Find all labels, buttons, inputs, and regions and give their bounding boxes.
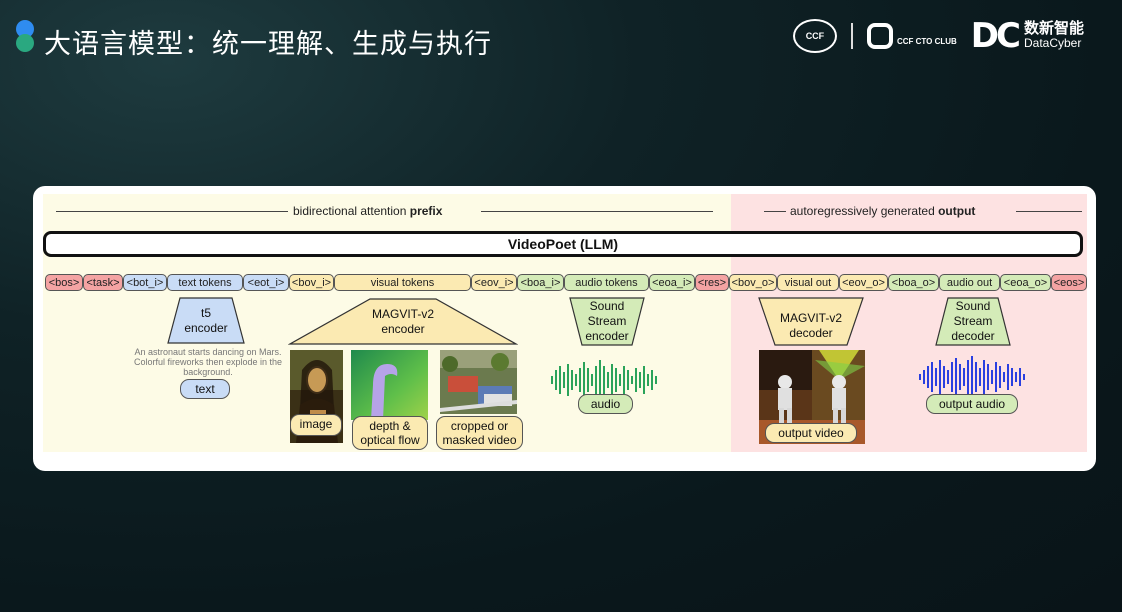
audio-pill: audio (578, 394, 633, 414)
output-line-right (1016, 211, 1082, 212)
prefix-line-right (481, 211, 713, 212)
cto-c-icon (866, 23, 893, 49)
token-eot-i: <eot_i> (243, 274, 289, 291)
datacyber-mark: DC (970, 16, 1021, 56)
depth-flow-image (351, 350, 428, 420)
output-audio-pill: output audio (926, 394, 1018, 414)
soundstream-decoder-shape (935, 297, 1011, 346)
output-video-pill: output video (765, 423, 857, 443)
text-pill: text (180, 379, 230, 399)
token-audio-tokens: audio tokens (564, 274, 649, 291)
token-task: <task> (83, 274, 123, 291)
token-bov-i: <bov_i> (289, 274, 334, 291)
depth-flow-pill: depth &optical flow (352, 416, 428, 450)
datacyber-cn: 数新智能 (1023, 19, 1084, 37)
token-visual-tokens: visual tokens (334, 274, 471, 291)
cto-club-label: CCF CTO CLUB (896, 37, 957, 46)
token-bov-o: <bov_o> (729, 274, 777, 291)
title-bullet-icon (16, 20, 34, 52)
datacyber-logo: DC 数新智能 DataCyber (971, 16, 1084, 56)
token-eos: <eos> (1051, 274, 1087, 291)
audio-waveform-icon (551, 360, 657, 400)
token-bos: <bos> (45, 274, 83, 291)
magvit-decoder-shape (758, 297, 864, 346)
soundstream-encoder-shape (569, 297, 645, 346)
token-eoa-o: <eoa_o> (1000, 274, 1051, 291)
output-video-image (759, 350, 865, 444)
image-pill: image (290, 414, 342, 436)
token-eov-i: <eov_i> (471, 274, 517, 291)
output-audio-waveform-icon (919, 356, 1025, 398)
slide-title: 大语言模型：统一理解、生成与执行 (44, 29, 492, 60)
token-eov-o: <eov_o> (839, 274, 888, 291)
prefix-header: bidirectional attention prefix (293, 204, 443, 218)
datacyber-en: DataCyber (1023, 36, 1082, 50)
output-header: autoregressively generated output (790, 204, 976, 218)
token-visual-out: visual out (777, 274, 839, 291)
token-text-tokens: text tokens (167, 274, 243, 291)
ccf-badge-logo: CCF (792, 19, 837, 53)
text-caption: An astronaut starts dancing on Mars. Col… (133, 347, 283, 377)
output-line-left (764, 211, 786, 212)
header-logos: CCF CCF CTO CLUB DC 数新智能 DataCyber (792, 16, 1084, 56)
prefix-line-left (56, 211, 288, 212)
cropped-video-image (440, 350, 517, 414)
token-bot-i: <bot_i> (123, 274, 167, 291)
logo-divider (850, 23, 853, 49)
cto-club-logo: CCF CTO CLUB (866, 23, 957, 49)
token-eoa-i: <eoa_i> (649, 274, 695, 291)
token-boa-o: <boa_o> (888, 274, 939, 291)
t5-encoder-shape (167, 297, 245, 344)
token-audio-out: audio out (939, 274, 1000, 291)
magvit-encoder-shape (288, 298, 518, 345)
token-res: <res> (695, 274, 729, 291)
llm-bar: VideoPoet (LLM) (43, 231, 1083, 257)
token-boa-i: <boa_i> (517, 274, 564, 291)
